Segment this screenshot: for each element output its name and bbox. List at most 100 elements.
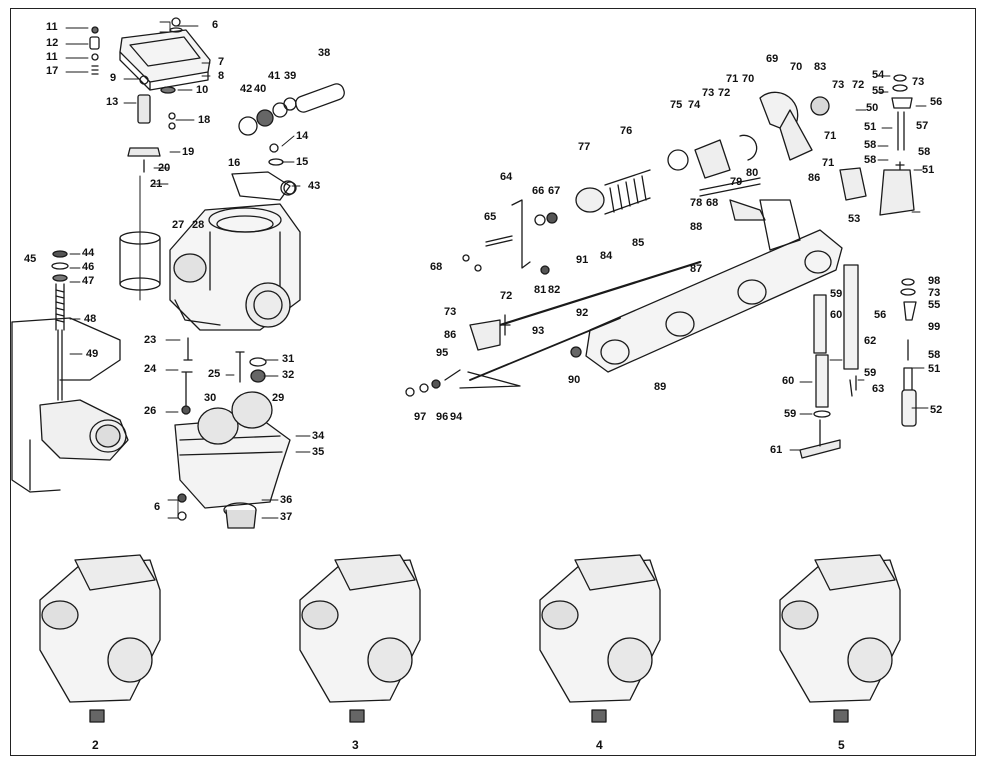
callout-36: 37 [280,511,293,523]
callout-41: 42 [240,83,253,95]
callout-57b: 58 [918,146,931,158]
callout-8: 8 [218,70,225,82]
callout-77: 78 [690,197,703,209]
callout-75: 76 [620,125,633,137]
callout-55b: 56 [874,309,887,321]
callout-11: 11 [46,21,58,33]
callout-73: 74 [688,99,701,111]
callout-35: 36 [280,494,293,506]
callout-81: 82 [548,284,561,296]
callout-69: 70 [742,73,755,85]
callout-91: 92 [576,307,589,319]
callout-66: 67 [548,185,561,197]
callout-11b: 11 [46,51,58,63]
callout-46: 47 [82,275,95,287]
callout-72d: 73 [444,306,457,318]
callout-12: 12 [46,37,59,49]
callout-68: 69 [766,53,779,65]
callout-54b: 55 [928,299,941,311]
callout-72: 73 [832,79,845,91]
float-needle-jet [127,75,176,301]
variant-label-4: 4 [596,738,603,752]
callout-47: 48 [84,313,97,325]
callout-53: 54 [872,69,885,81]
callout-72b: 73 [702,87,715,99]
callout-79: 80 [746,167,759,179]
variant-carburetor-3 [299,554,421,723]
callout-57d: 58 [928,349,941,361]
callout-28: 28 [192,219,205,231]
callout-61: 62 [864,335,877,347]
callout-59b: 60 [782,375,795,387]
callout-6: 6 [212,19,219,31]
callout-71c: 72 [500,290,513,302]
left-needle-jet-assembly [51,250,69,401]
callout-80: 81 [534,284,547,296]
callout-14: 14 [296,130,309,142]
callout-70: 71 [726,73,739,85]
callout-65: 66 [532,185,545,197]
callout-30: 30 [204,392,217,404]
callout-57c: 58 [864,154,877,166]
callout-72c: 73 [912,76,925,88]
callout-48: 49 [86,348,99,360]
callout-74: 75 [670,99,683,111]
callout-23: 23 [144,334,157,346]
callout-38: 39 [284,70,297,82]
callout-37: 38 [318,47,331,59]
callout-87: 88 [690,221,703,233]
callout-40: 41 [268,70,281,82]
callout-57: 58 [864,139,877,151]
callout-24: 24 [144,363,157,375]
callout-31: 31 [282,353,295,365]
callout-18: 18 [198,114,211,126]
choke-linkage-parts [168,17,345,196]
callout-93: 94 [450,411,463,423]
variant-label-2: 2 [92,738,99,752]
callout-92: 93 [532,325,545,337]
callout-62: 63 [872,383,885,395]
callout-25: 25 [208,368,221,380]
callout-49: 50 [866,102,879,114]
callout-29: 29 [272,392,285,404]
throttle-shafts [459,260,702,389]
variant-label-5: 5 [838,738,845,752]
callout-15: 15 [296,156,309,168]
callout-50b: 51 [922,164,935,176]
callout-7: 7 [218,56,225,68]
callout-16: 16 [228,157,241,169]
callout-83: 84 [600,250,613,262]
callout-50: 51 [864,121,877,133]
variant-carburetor-5 [779,554,901,723]
pin-stack [89,26,100,75]
variant-label-3: 3 [352,738,359,752]
callout-55: 56 [930,96,943,108]
callout-20: 20 [158,162,171,174]
variant-carburetor-4 [539,554,661,723]
callout-97: 98 [928,275,941,287]
callout-82: 83 [814,61,827,73]
callout-78: 79 [730,176,743,188]
callout-33: 34 [312,430,325,442]
callout-6b: 6 [154,501,161,513]
left-bracket-parts [405,199,582,397]
callout-54: 55 [872,85,885,97]
callout-64: 65 [484,211,497,223]
callout-59: 60 [830,309,843,321]
callout-13: 13 [106,96,119,108]
callout-50c: 51 [928,363,941,375]
mounting-plate [585,229,843,373]
callout-21: 21 [150,178,163,190]
springs-and-levers [575,91,830,251]
callout-88: 89 [654,381,667,393]
callout-56: 57 [916,120,929,132]
callout-42: 43 [308,180,321,192]
callout-27: 27 [172,219,185,231]
callout-39: 40 [254,83,267,95]
callout-45: 46 [82,261,95,273]
callout-94: 95 [436,347,449,359]
float-chamber-cover [119,29,211,91]
leader-lines [65,21,929,519]
right-pin-stack [839,74,917,427]
